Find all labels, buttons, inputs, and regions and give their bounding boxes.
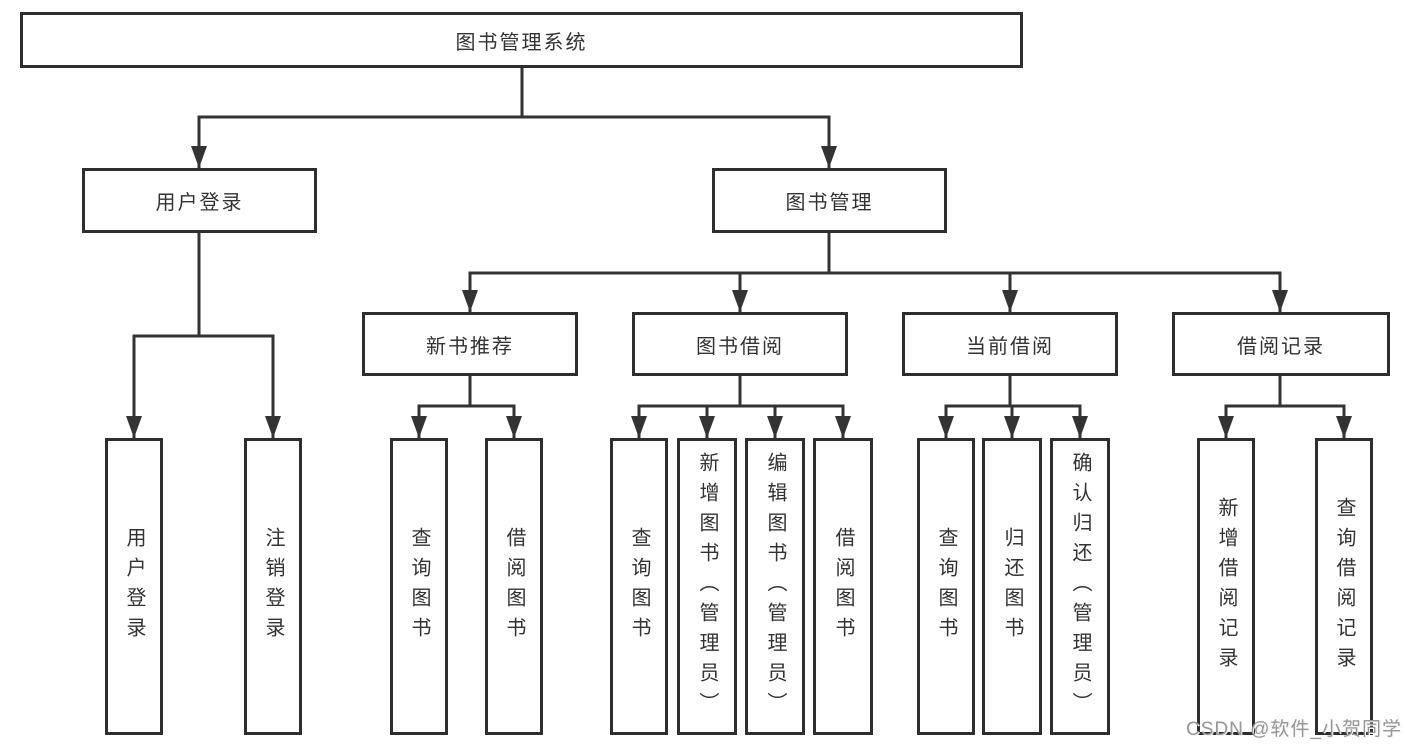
leaf-label: 新增借阅记录 — [1215, 496, 1237, 677]
leaf-logout: 注销登录 — [244, 438, 302, 735]
node-new-book-recommend: 新书推荐 — [362, 312, 578, 376]
node-book-management: 图书管理 — [712, 168, 947, 233]
leaf-label: 用户登录 — [123, 526, 145, 647]
node-label: 图书借阅 — [696, 335, 784, 358]
leaf-confirm-return-admin: 确认归还（管理员） — [1050, 438, 1110, 735]
node-user-login: 用户登录 — [82, 168, 317, 233]
leaf-query-books-borrow: 查询图书 — [610, 438, 668, 735]
leaf-user-login: 用户登录 — [105, 438, 163, 735]
leaf-label: 借阅图书 — [503, 526, 525, 647]
node-root-system: 图书管理系统 — [20, 12, 1023, 68]
leaf-return-book: 归还图书 — [982, 438, 1042, 735]
node-current-borrowing: 当前借阅 — [902, 312, 1118, 376]
leaf-label: 查询图书 — [935, 526, 957, 647]
leaf-label: 查询图书 — [408, 526, 430, 647]
leaf-add-book-admin: 新增图书（管理员） — [677, 438, 737, 735]
leaf-label: 归还图书 — [1001, 526, 1023, 647]
node-label: 新书推荐 — [426, 335, 514, 358]
node-label: 图书管理系统 — [455, 31, 588, 54]
leaf-label: 确认归还（管理员） — [1069, 451, 1091, 722]
node-label: 借阅记录 — [1237, 335, 1325, 358]
leaf-query-books-recommend: 查询图书 — [390, 438, 448, 735]
leaf-add-borrow-record: 新增借阅记录 — [1197, 438, 1255, 735]
node-borrowing-records: 借阅记录 — [1172, 312, 1390, 376]
leaf-borrow-books-recommend: 借阅图书 — [485, 438, 543, 735]
leaf-label: 查询图书 — [628, 526, 650, 647]
leaf-label: 注销登录 — [262, 526, 284, 647]
leaf-label: 新增图书（管理员） — [696, 451, 718, 722]
csdn-watermark: CSDN @软件_小贺同学 — [1186, 719, 1402, 740]
leaf-label: 借阅图书 — [832, 526, 854, 647]
leaf-label: 查询借阅记录 — [1333, 496, 1355, 677]
node-label: 当前借阅 — [966, 335, 1054, 358]
node-book-borrowing: 图书借阅 — [632, 312, 848, 376]
leaf-edit-book-admin: 编辑图书（管理员） — [745, 438, 805, 735]
node-label: 图书管理 — [785, 192, 874, 214]
node-label: 用户登录 — [155, 192, 244, 214]
leaf-query-borrow-record: 查询借阅记录 — [1315, 438, 1373, 735]
leaf-label: 编辑图书（管理员） — [764, 451, 786, 722]
leaf-query-books-current: 查询图书 — [917, 438, 975, 735]
leaf-borrow-books: 借阅图书 — [813, 438, 873, 735]
